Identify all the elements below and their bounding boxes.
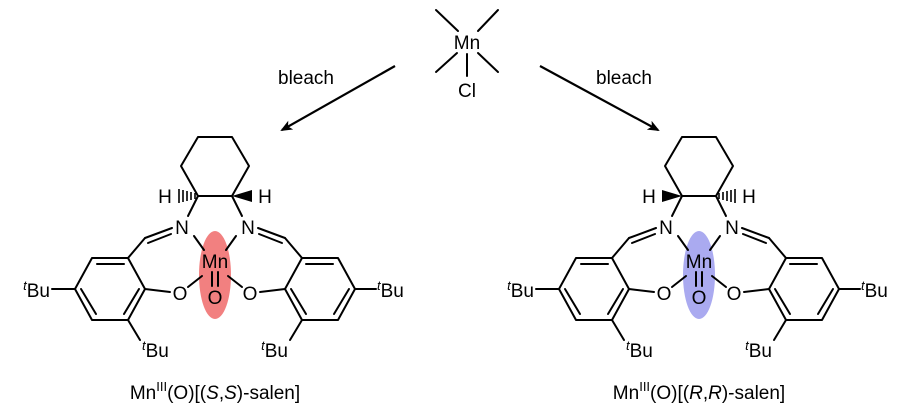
tbu-bond [611, 319, 625, 341]
rr-salen-complex: H H N N Mn O O O tBu tBu tBu tBu [507, 136, 888, 362]
aromatic-bond [290, 288, 307, 315]
cyclohexane-ring [180, 136, 250, 197]
mncl-reagent [435, 9, 499, 77]
oxo-o-label: O [208, 288, 223, 309]
imine-bond [742, 233, 767, 244]
n-label: N [725, 218, 739, 239]
aromatic-bond [774, 288, 791, 315]
right-complex-caption: MnIII(O)[(R,R)-salen] [613, 379, 785, 404]
left-complex-caption: MnIII(O)[(S,S)-salen] [130, 379, 300, 404]
solid-wedge [662, 190, 682, 202]
hashed-wedge [178, 189, 196, 203]
reagent-cl-label: Cl [458, 81, 476, 102]
n-mn-bond [193, 235, 205, 251]
imine-bond [741, 227, 770, 239]
ligand-skeleton [535, 136, 861, 341]
stereo-bonds [662, 189, 736, 203]
n-label: N [175, 218, 189, 239]
imine-bond [147, 233, 172, 244]
phenoxide-o-label: O [727, 284, 742, 305]
h-label: H [742, 187, 756, 208]
tbu-label: tBu [261, 338, 288, 362]
left-aryl-ring [74, 257, 146, 321]
tbu-label: tBu [507, 278, 534, 302]
reagent-bond [435, 52, 458, 73]
left-arrow-label: bleach [278, 68, 334, 89]
c-n-bond [187, 195, 199, 217]
mn-label: Mn [686, 252, 712, 273]
ch-ring-bond [611, 237, 630, 259]
stereo-bonds [178, 189, 252, 203]
tbu-label: tBu [23, 278, 50, 302]
right-arrow-label: bleach [596, 68, 652, 89]
aryl-o-bond [144, 288, 171, 293]
n-label: N [659, 218, 673, 239]
o-mn-bond [711, 275, 727, 288]
left-reaction-arrow [280, 65, 396, 131]
tbu-label: tBu [377, 278, 404, 302]
reagent-bond [477, 9, 499, 32]
tbu-bond [773, 319, 787, 341]
ch-ring-bond [768, 237, 787, 259]
imine-bond [631, 233, 656, 244]
h-label: H [642, 187, 656, 208]
o-mn-bond [227, 275, 243, 288]
mno-highlight [683, 231, 715, 319]
tbu-label: tBu [745, 338, 772, 362]
phenoxide-o-label: O [243, 284, 258, 305]
o-mn-bond [671, 275, 687, 288]
c-n-bond [715, 195, 727, 217]
ch-ring-bond [284, 237, 303, 259]
mn-label: Mn [202, 252, 228, 273]
aromatic-bond [123, 288, 140, 315]
c-n-bond [231, 195, 243, 217]
aromatic-bond [333, 288, 350, 315]
solid-wedge [232, 190, 252, 202]
n-mn-bond [225, 235, 237, 251]
reagent-bond [435, 9, 459, 32]
tbu-bond [127, 319, 141, 341]
n-label: N [241, 218, 255, 239]
aromatic-bond [80, 288, 97, 315]
phenoxide-o-label: O [173, 284, 188, 305]
aryl-o-bond [628, 288, 655, 293]
cyclohexane-ring [664, 136, 734, 197]
hashed-wedge [718, 189, 736, 203]
reagent-bond [477, 52, 499, 73]
c-n-bond [671, 195, 683, 217]
ss-salen-complex: H H N N Mn O O O tBu tBu tBu tBu [23, 136, 404, 362]
phenoxide-o-label: O [657, 284, 672, 305]
tbu-label: tBu [142, 338, 169, 362]
imine-bond [628, 227, 657, 239]
n-mn-bond [677, 235, 689, 251]
tbu-label: tBu [626, 338, 653, 362]
right-aryl-ring [768, 257, 840, 321]
ligand-skeleton [51, 136, 377, 341]
left-aryl-ring [558, 257, 630, 321]
right-reaction-arrow [539, 65, 660, 131]
imine-bond [144, 227, 173, 239]
n-mn-bond [709, 235, 721, 251]
aromatic-bond [564, 288, 581, 315]
oxo-o-label: O [692, 288, 707, 309]
aromatic-bond [607, 288, 624, 315]
mno-highlight [199, 231, 231, 319]
h-label: H [258, 187, 272, 208]
aryl-o-bond [259, 288, 286, 293]
tbu-label: tBu [861, 278, 888, 302]
h-label: H [158, 187, 172, 208]
right-aryl-ring [284, 257, 356, 321]
reagent-mn-label: Mn [454, 33, 480, 54]
aromatic-bond [817, 288, 834, 315]
o-mn-bond [187, 275, 203, 288]
aryl-o-bond [743, 288, 770, 293]
tbu-bond [289, 319, 303, 341]
ch-ring-bond [127, 237, 146, 259]
imine-bond [257, 227, 286, 239]
imine-bond [258, 233, 283, 244]
